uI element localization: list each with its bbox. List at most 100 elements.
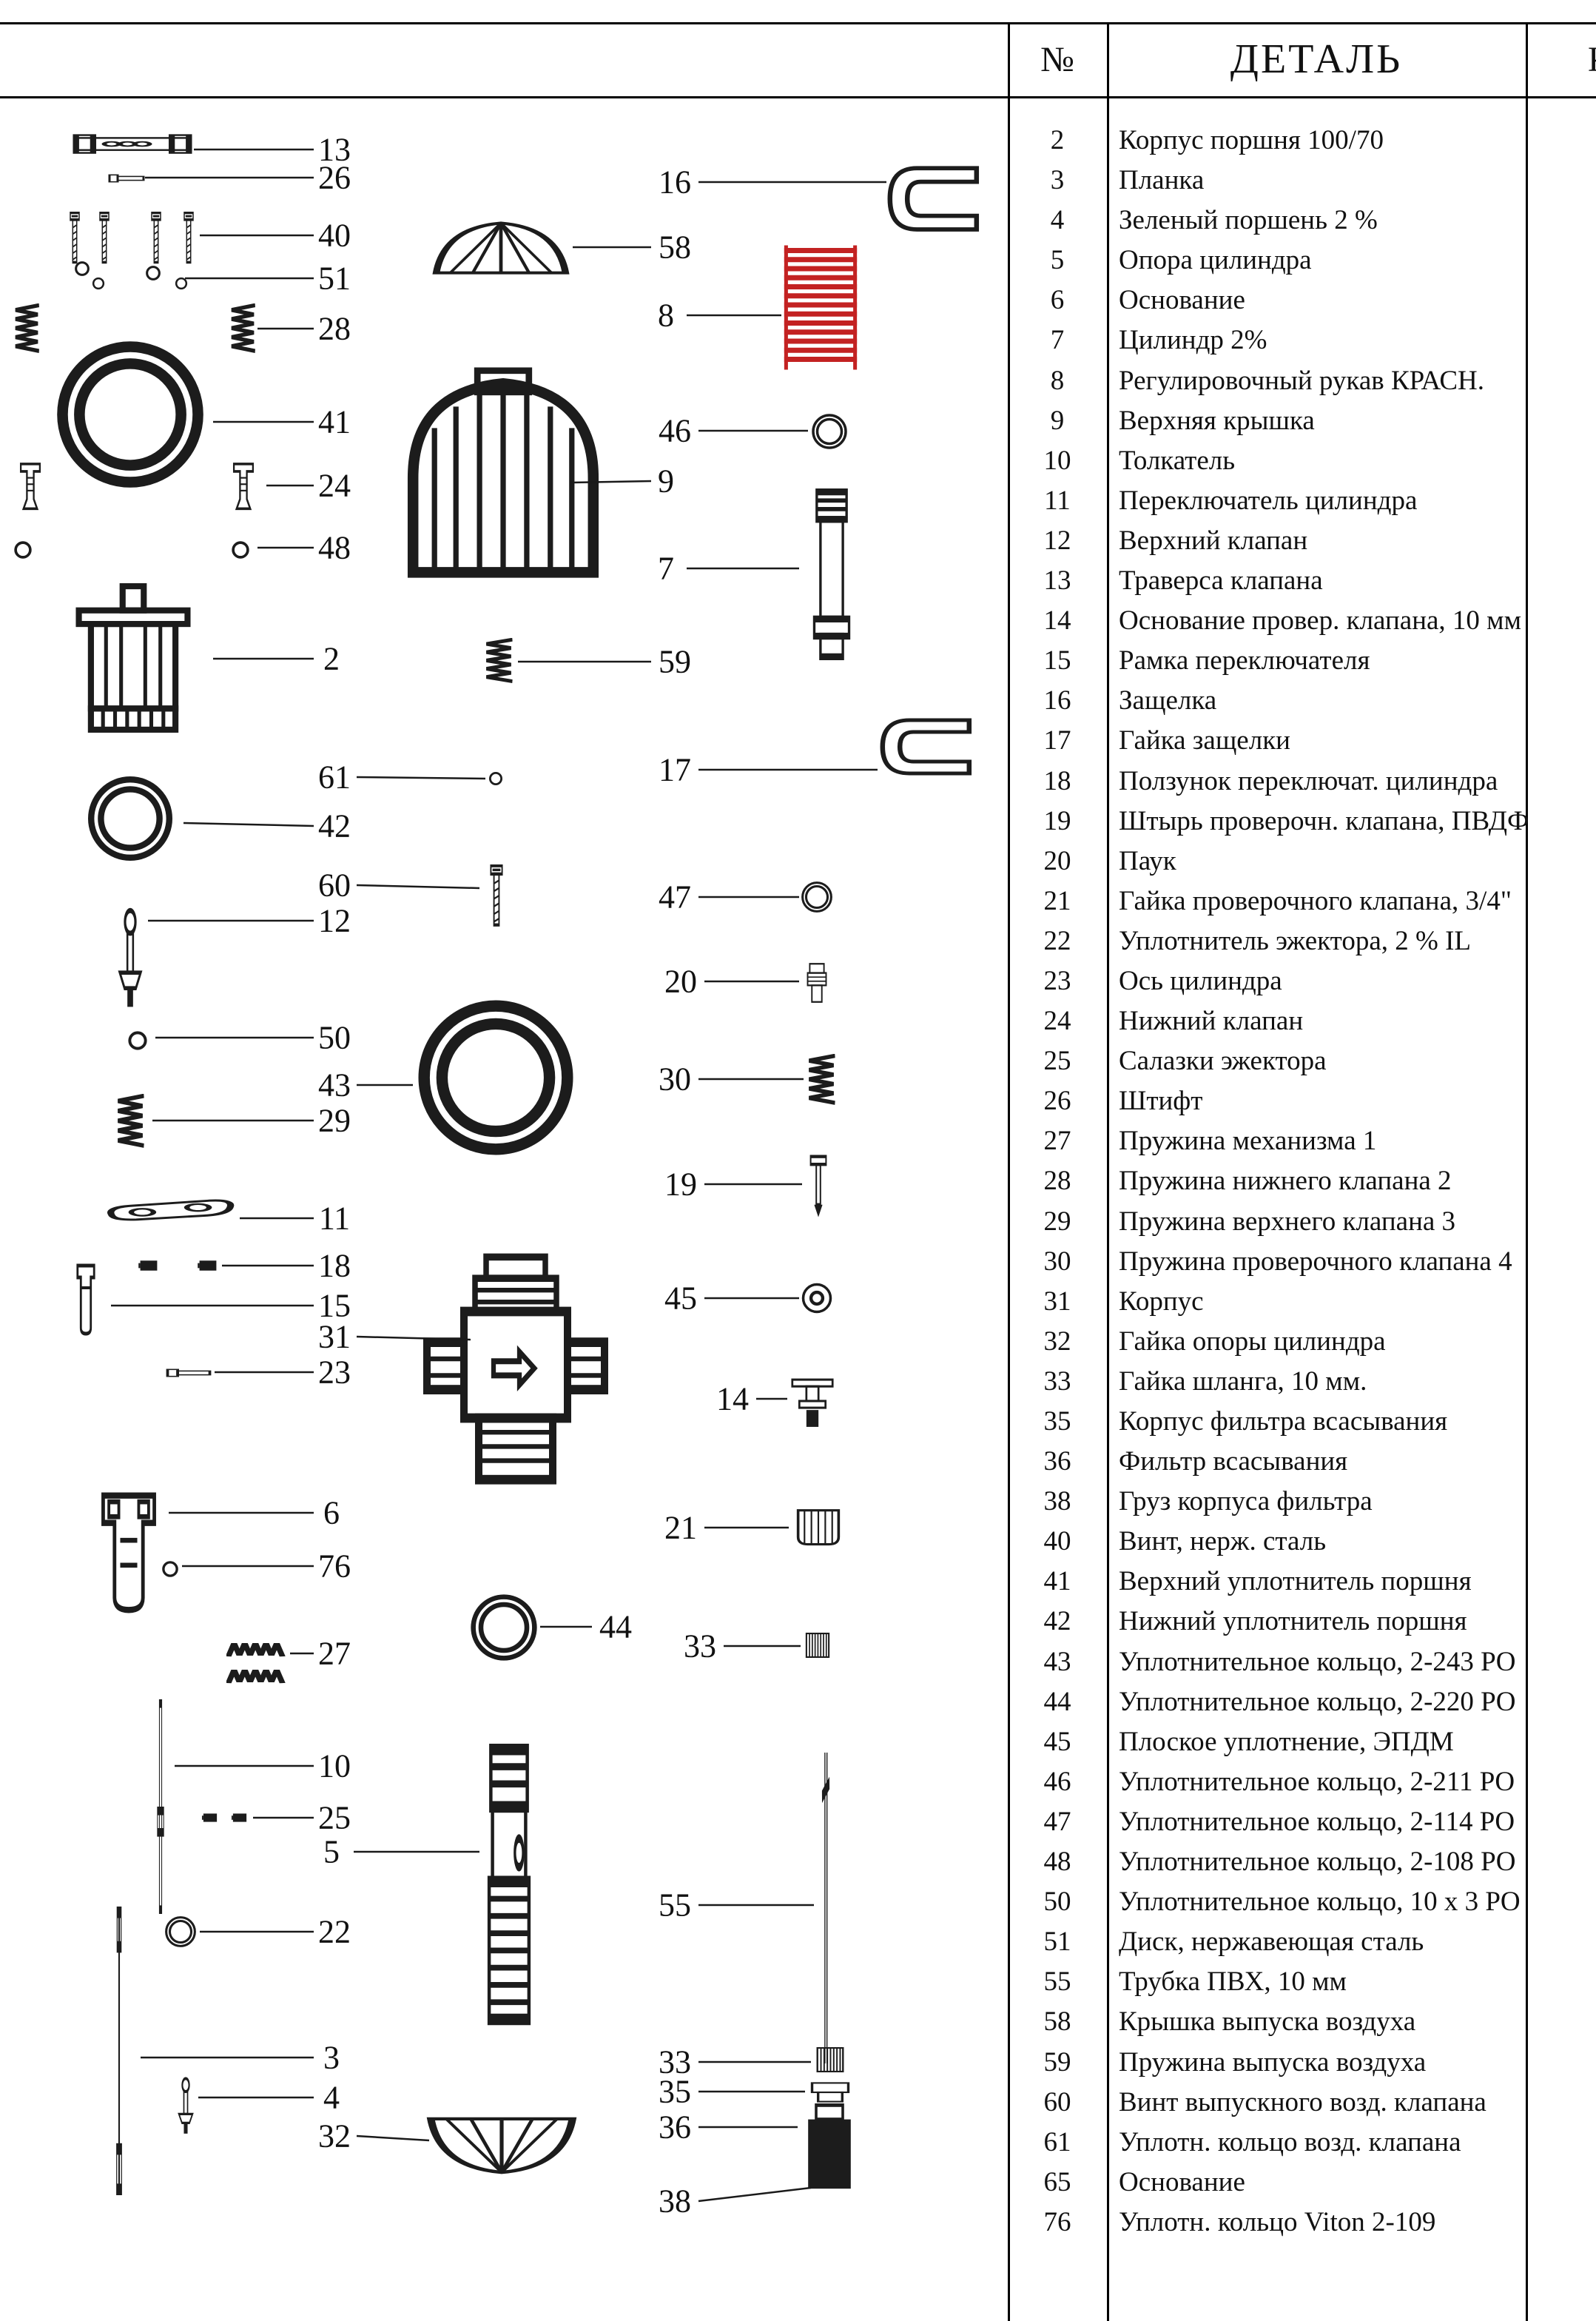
callout-number: 30 <box>659 1061 691 1098</box>
part-number: 4 <box>1050 205 1065 236</box>
part-name: Пружина выпуска воздуха <box>1119 2046 1427 2078</box>
part-glyph-oring <box>165 1916 196 1947</box>
callout-number: 28 <box>318 311 351 347</box>
part-number: 27 <box>1043 1126 1071 1157</box>
part-number: 61 <box>1043 2126 1071 2157</box>
part-glyph-oring <box>474 1597 535 1659</box>
callout-number: 26 <box>318 160 351 196</box>
callout-number: 32 <box>318 2118 351 2154</box>
part-glyph-smallblock <box>231 1813 247 1822</box>
part-name: Салазки эжектора <box>1119 1046 1327 1077</box>
table-top-border <box>0 22 1596 24</box>
callout-number: 20 <box>664 964 697 1000</box>
part-number: 22 <box>1043 925 1071 956</box>
part-glyph-bowl <box>431 2119 572 2172</box>
part-glyph-oring <box>801 881 832 913</box>
part-name: Корпус фильтра всасывания <box>1119 1406 1448 1437</box>
part-name: Уплотнительное кольцо, 2-114 PO <box>1119 1806 1515 1837</box>
callout-number: 7 <box>658 551 674 587</box>
callout-leader-line <box>356 2134 430 2142</box>
table-row: 22 Уплотнитель эжектора, 2 % IL <box>1008 925 1596 957</box>
callout-number: 6 <box>323 1495 340 1531</box>
part-number: 29 <box>1043 1206 1071 1237</box>
number-column-border <box>1107 22 1109 2321</box>
callout-number: 38 <box>659 2183 691 2220</box>
callout-number: 17 <box>659 752 691 788</box>
part-glyph-washer <box>92 277 105 290</box>
part-glyph-oring <box>812 414 847 449</box>
part-glyph-tube <box>823 1759 829 2057</box>
part-number: 13 <box>1043 565 1071 597</box>
part-number: 65 <box>1043 2166 1071 2197</box>
part-name: Диск, нержавеющая сталь <box>1119 1927 1424 1958</box>
part-number: 3 <box>1050 165 1065 196</box>
callout-number: 11 <box>319 1200 350 1237</box>
part-number: 42 <box>1043 1606 1071 1637</box>
part-number: 28 <box>1043 1166 1071 1197</box>
part-number: 18 <box>1043 765 1071 796</box>
part-name: Корпус <box>1119 1286 1204 1317</box>
part-name: Уплотнитель эжектора, 2 % IL <box>1119 925 1472 956</box>
part-number: 31 <box>1043 1286 1071 1317</box>
part-glyph-washer <box>146 266 161 281</box>
part-glyph-cylinder7 <box>814 492 849 657</box>
part-name: Зеленый поршень 2 % <box>1119 205 1378 236</box>
part-number: 15 <box>1043 645 1071 676</box>
part-name: Уплотнительное кольцо, 2-211 PO <box>1119 1766 1515 1797</box>
part-number: 47 <box>1043 1806 1071 1837</box>
part-name: Груз корпуса фильтра <box>1119 1486 1373 1517</box>
part-name: Толкатель <box>1119 445 1236 476</box>
part-glyph-bolt <box>232 463 255 511</box>
part-number: 33 <box>1043 1366 1071 1397</box>
table-row: 4 Зеленый поршень 2 % <box>1008 204 1596 236</box>
part-name: Пружина нижнего клапана 2 <box>1119 1166 1452 1197</box>
part-name: Штырь проверочн. клапана, ПВДФ <box>1119 805 1529 836</box>
part-name: Ползунок переключат. цилиндра <box>1119 765 1498 796</box>
part-glyph-dome58 <box>437 223 566 272</box>
part-glyph-screw <box>98 212 110 264</box>
part-number: 44 <box>1043 1686 1071 1717</box>
column-header-number: № <box>1040 39 1074 79</box>
callout-number: 2 <box>323 641 340 677</box>
part-glyph-lever <box>111 1200 231 1220</box>
part-glyph-washer <box>489 772 502 785</box>
part-name: Крышка выпуска воздуха <box>1119 2006 1416 2038</box>
part-glyph-checkcap <box>810 2081 850 2103</box>
part-glyph-washer <box>128 1031 147 1050</box>
callout-number: 45 <box>664 1280 697 1317</box>
part-number: 50 <box>1043 1887 1071 1918</box>
part-number: 23 <box>1043 965 1071 996</box>
part-name: Цилиндр 2% <box>1119 325 1267 356</box>
part-name: Паук <box>1119 845 1176 876</box>
callout-number: 25 <box>318 1800 351 1836</box>
part-glyph-latch <box>883 720 969 773</box>
callout-number: 40 <box>318 218 351 254</box>
diagram-content: 1326405128412448261426012504329111815312… <box>16 132 977 2220</box>
part-name: Уплотнительное кольцо, 2-243 PO <box>1119 1646 1516 1677</box>
part-glyph-oring <box>91 779 169 858</box>
table-left-border <box>1008 22 1010 2321</box>
table-row: 47 Уплотнительное кольцо, 2-114 PO <box>1008 1806 1596 1838</box>
part-glyph-washer <box>162 1561 178 1577</box>
part-number: 8 <box>1050 365 1065 396</box>
part-name: Винт, нерж. сталь <box>1119 1526 1327 1557</box>
part-name: Гайка защелки <box>1119 725 1290 756</box>
